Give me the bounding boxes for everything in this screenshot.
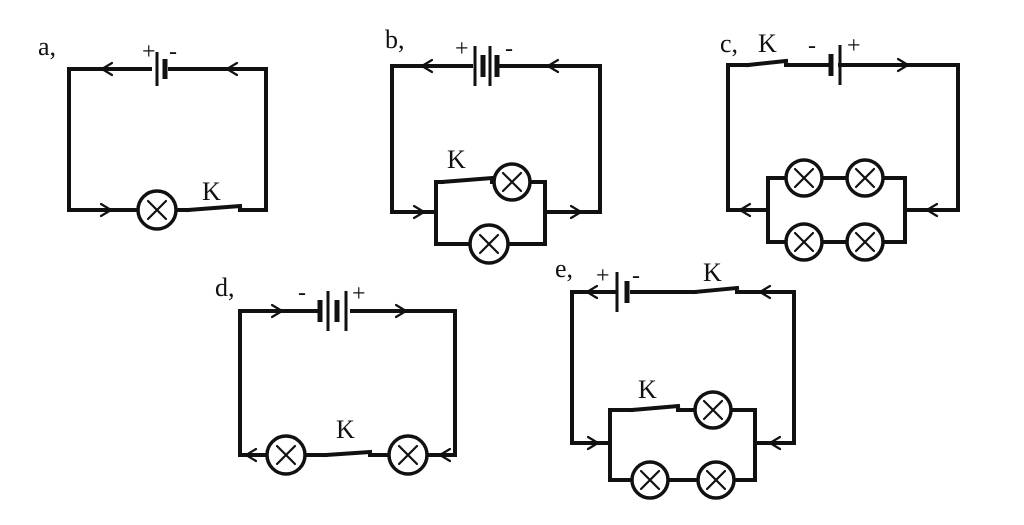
circuit-e-branch-lower (608, 441, 757, 482)
circuit-e-battery-right-sign: - (632, 263, 640, 289)
circuit-b-battery-right-sign: - (505, 36, 513, 62)
circuit-b-current-arrow-2 (546, 58, 560, 74)
circuit-c-battery (828, 45, 842, 85)
circuit-b-switch-k (439, 175, 495, 185)
circuit-c-lamp-4 (845, 222, 885, 262)
circuit-e: e, K K + - (555, 254, 796, 500)
circuit-a-battery-right-sign: - (169, 39, 177, 65)
circuit-e-current-arrow-4 (768, 435, 782, 451)
circuit-e-lamp-lower-right (696, 460, 736, 500)
circuit-b-current-arrow-3 (412, 204, 426, 220)
circuit-e-lamp-lower-left (630, 460, 670, 500)
circuit-e-switch-k-branch (629, 403, 681, 413)
circuit-d-current-arrow-2 (394, 303, 408, 319)
circuit-d-battery (317, 291, 348, 331)
circuit-a-battery-left-sign: + (142, 39, 156, 65)
circuit-c-switch-label: K (758, 29, 777, 58)
circuit-label-e: e, (555, 254, 573, 283)
circuit-c-switch-k (745, 58, 789, 68)
circuit-c-lamp-2 (845, 158, 885, 198)
circuit-label-a: a, (38, 32, 56, 61)
circuit-b-battery (473, 46, 500, 86)
circuit-e-wire-loop (570, 290, 796, 445)
circuit-c-battery-left-sign: - (808, 33, 816, 59)
circuit-b-branch-lower (434, 210, 547, 246)
circuit-b-lamp-upper (492, 162, 532, 202)
circuit-a-current-arrow-2 (225, 61, 239, 77)
circuit-e-current-arrow-1 (585, 284, 599, 300)
circuit-e-switch-branch-label: K (638, 375, 657, 404)
circuit-c: c, K - + (720, 29, 960, 262)
circuit-e-battery (615, 272, 630, 312)
circuit-d-lamp-right (387, 434, 429, 476)
circuit-b-current-arrow-4 (569, 204, 583, 220)
circuit-d-battery-right-sign: + (352, 281, 366, 307)
circuit-e-switch-k-main (692, 285, 740, 295)
circuit-c-lamp-3 (784, 222, 824, 262)
circuit-a-battery (155, 52, 168, 86)
circuit-label-c: c, (720, 29, 738, 58)
circuit-a: a, K + - (38, 32, 268, 231)
circuit-e-branch-upper (608, 408, 757, 445)
circuit-d-battery-left-sign: - (298, 280, 306, 306)
circuit-c-current-arrow-2 (738, 202, 752, 218)
circuit-e-current-arrow-2 (758, 284, 772, 300)
circuit-label-b: b, (385, 25, 405, 54)
circuit-c-current-arrow-1 (896, 57, 910, 73)
circuit-a-lamp (136, 189, 178, 231)
circuit-d-switch-label: K (336, 415, 355, 444)
circuit-d-wire-loop (238, 309, 457, 457)
circuit-a-switch-label: K (202, 177, 221, 206)
circuit-d: d, K - + (215, 273, 457, 476)
circuit-c-current-arrow-3 (925, 202, 939, 218)
circuit-a-switch-k (185, 203, 243, 213)
circuit-e-lamp-upper (693, 390, 733, 430)
circuit-d-switch-k (323, 449, 373, 458)
circuit-c-branch-lower (766, 208, 907, 244)
circuit-c-branch-upper (766, 176, 907, 212)
circuit-a-current-arrow-3 (99, 202, 113, 218)
circuit-a-wire-loop (67, 67, 268, 212)
circuit-d-current-arrow-3 (244, 447, 258, 463)
circuit-c-lamp-1 (784, 158, 824, 198)
circuit-b-switch-label: K (447, 145, 466, 174)
circuit-b-current-arrow-1 (420, 58, 434, 74)
circuit-a-current-arrow-1 (100, 61, 114, 77)
circuit-e-switch-main-label: K (703, 258, 722, 287)
circuit-b: b, K + - (385, 25, 602, 265)
circuit-b-lamp-lower (468, 223, 510, 265)
circuit-d-current-arrow-4 (438, 447, 452, 463)
circuit-d-lamp-left (265, 434, 307, 476)
circuit-d-current-arrow-1 (270, 303, 284, 319)
circuit-label-d: d, (215, 273, 235, 302)
circuit-c-battery-right-sign: + (847, 33, 861, 59)
circuit-e-current-arrow-3 (586, 435, 600, 451)
circuit-b-battery-left-sign: + (455, 36, 469, 62)
circuit-e-battery-left-sign: + (596, 263, 610, 289)
circuit-c-wire-loop (726, 63, 960, 212)
